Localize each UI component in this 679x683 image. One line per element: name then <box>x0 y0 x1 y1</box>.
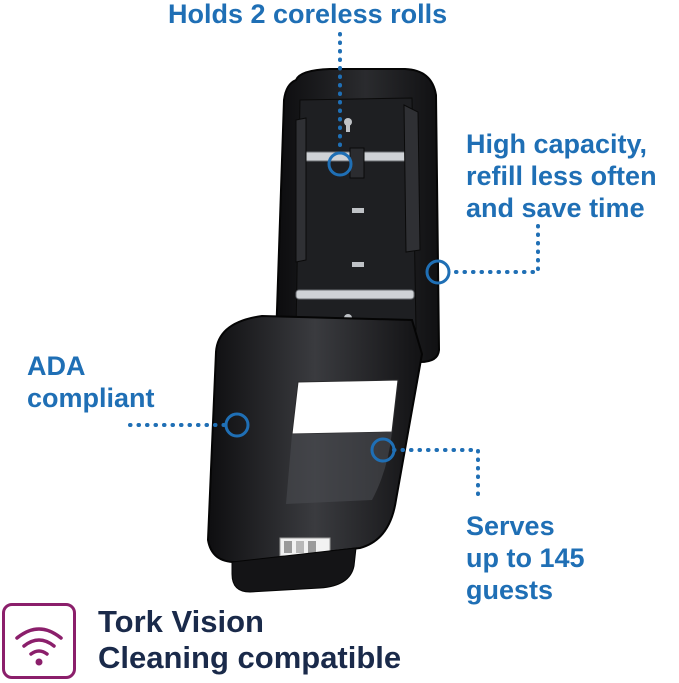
callout-line: Serves <box>466 511 555 541</box>
callout-line: up to 145 <box>466 543 585 573</box>
callout-line: guests <box>466 575 554 605</box>
callout-line: and save time <box>466 193 645 223</box>
dispenser-housing <box>274 68 441 364</box>
callout-coreless-rolls: Holds 2 coreless rolls <box>168 0 448 29</box>
dispenser-door <box>206 314 424 593</box>
marker-capacity <box>425 259 451 285</box>
tork-vision-label: Tork Vision Cleaning compatible <box>98 604 401 676</box>
callout-line: High capacity, <box>466 129 648 159</box>
callout-line: ADA <box>27 351 86 381</box>
marker-ada <box>224 412 250 438</box>
leader-guests <box>392 448 480 500</box>
callout-line: compliant <box>27 383 155 413</box>
leader-capacity <box>446 224 540 274</box>
tork-vision-badge <box>2 603 76 679</box>
tork-vision-subtitle: Cleaning compatible <box>98 640 402 675</box>
marker-guests <box>370 437 396 463</box>
callout-serves-guests: Serves up to 145 guests <box>466 510 585 606</box>
callout-line: refill less often <box>466 161 657 191</box>
wifi-signal-icon <box>15 627 63 666</box>
marker-rolls <box>327 151 353 177</box>
callout-high-capacity: High capacity, refill less often and sav… <box>466 128 657 224</box>
tork-vision-title: Tork Vision <box>98 604 264 639</box>
callout-ada-compliant: ADA compliant <box>27 350 155 414</box>
